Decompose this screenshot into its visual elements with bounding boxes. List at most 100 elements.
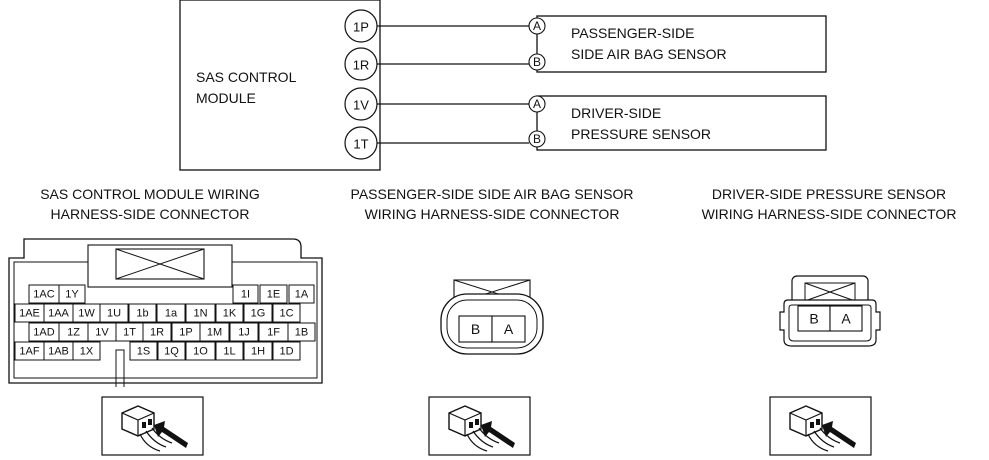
caption-driver-line1: DRIVER-SIDE PRESSURE SENSOR xyxy=(712,186,946,202)
pin-label-1T: 1T xyxy=(123,327,136,339)
pin-label-1AF: 1AF xyxy=(19,346,39,358)
svg-text:1V: 1V xyxy=(353,98,369,113)
driver-side-sensor-box: A B DRIVER-SIDE PRESSURE SENSOR xyxy=(528,95,827,151)
caption-sas-line2: HARNESS-SIDE CONNECTOR xyxy=(51,206,250,222)
pin-cell-1N xyxy=(185,303,216,323)
pin-label-1I: 1I xyxy=(241,289,250,301)
pin-label-1H: 1H xyxy=(251,346,265,358)
caption-sas-line1: SAS CONTROL MODULE WIRING xyxy=(40,186,260,202)
driver-sensor-connector: B A xyxy=(779,275,881,347)
pin-label-1F: 1F xyxy=(267,327,280,339)
pin-cell-1a xyxy=(156,303,186,323)
pin-cell-1Q xyxy=(157,341,186,361)
view-direction-icon xyxy=(428,396,531,456)
pin-label-1N: 1N xyxy=(193,308,207,320)
pin-label-1R: 1R xyxy=(150,327,164,339)
pin-label-1B: 1B xyxy=(295,327,308,339)
pin-label-1K: 1K xyxy=(223,308,237,320)
pin-cell-1I xyxy=(232,284,259,304)
pin-cell-1K xyxy=(215,303,244,323)
svg-text:B: B xyxy=(471,321,480,337)
pin-cell-1X xyxy=(72,341,101,361)
pin-label-1AC: 1AC xyxy=(33,289,54,301)
driver-sensor-label-line1: DRIVER-SIDE xyxy=(571,105,661,121)
module-pin-1T: 1T xyxy=(344,126,378,160)
pin-cell-1D xyxy=(272,341,301,361)
terminal-B xyxy=(528,53,546,71)
terminal-A xyxy=(528,17,546,35)
module-pin-1P: 1P xyxy=(344,9,378,43)
svg-text:B: B xyxy=(533,55,541,69)
pin-label-1a: 1a xyxy=(165,308,178,320)
pin-cell-1O xyxy=(185,341,216,361)
module-pin-1R: 1R xyxy=(344,47,378,81)
pin-cell-1S xyxy=(129,341,158,361)
module-pin-1V: 1V xyxy=(344,87,378,121)
pin-label-1G: 1G xyxy=(251,308,266,320)
svg-text:A: A xyxy=(504,321,514,337)
view-direction-icon xyxy=(769,396,872,456)
caption-passenger-line1: PASSENGER-SIDE SIDE AIR BAG SENSOR xyxy=(351,186,634,202)
pin-label-1Z: 1Z xyxy=(67,327,80,339)
pin-label-1AE: 1AE xyxy=(19,308,40,320)
pin-cell-1B xyxy=(287,322,316,342)
pin-label-1P: 1P xyxy=(179,327,192,339)
pin-label-1W: 1W xyxy=(78,308,95,320)
pin-label-1U: 1U xyxy=(107,308,121,320)
caption-passenger-line2: WIRING HARNESS-SIDE CONNECTOR xyxy=(365,206,620,222)
pin-cell-1C xyxy=(272,303,301,323)
driver-sensor-label-line2: PRESSURE SENSOR xyxy=(571,126,711,142)
svg-text:1R: 1R xyxy=(353,58,370,73)
passenger-sensor-label-line1: PASSENGER-SIDE xyxy=(571,25,694,41)
terminal-A xyxy=(528,95,546,113)
pin-cell-1b xyxy=(128,303,157,323)
pin-label-1A: 1A xyxy=(295,289,309,301)
svg-text:B: B xyxy=(809,311,818,327)
cell-B xyxy=(458,315,493,343)
pin-label-1Y: 1Y xyxy=(65,289,79,301)
cell-A xyxy=(491,315,526,343)
svg-text:A: A xyxy=(533,97,541,111)
pin-cell-1A xyxy=(288,284,315,304)
pin-cell-1L xyxy=(215,341,244,361)
passenger-sensor-label-line2: SIDE AIR BAG SENSOR xyxy=(571,46,727,62)
pin-label-1E: 1E xyxy=(267,289,280,301)
pin-cell-1H xyxy=(243,341,273,361)
svg-text:A: A xyxy=(533,19,541,33)
pin-label-1J: 1J xyxy=(238,327,250,339)
pin-label-1V: 1V xyxy=(95,327,109,339)
pin-label-1X: 1X xyxy=(80,346,94,358)
pin-label-1O: 1O xyxy=(193,346,208,358)
pin-label-1C: 1C xyxy=(279,308,293,320)
pin-label-1Q: 1Q xyxy=(164,346,179,358)
svg-text:1P: 1P xyxy=(353,20,369,35)
pin-label-1L: 1L xyxy=(223,346,235,358)
passenger-side-sensor-box: A B PASSENGER-SIDE SIDE AIR BAG SENSOR xyxy=(528,15,827,73)
pin-label-1AD: 1AD xyxy=(33,327,54,339)
passenger-sensor-connector: B A xyxy=(440,279,544,355)
pin-label-1AA: 1AA xyxy=(48,308,69,320)
sas-connector-pin-grid: 1AC 1Y 1I 1E 1A 1AE 1AA 1W 1U 1b 1a 1N 1K 1G 1C 1AD 1Z 1V… xyxy=(14,284,316,361)
pin-cell-1R xyxy=(142,322,172,342)
pin-cell-1G xyxy=(243,303,273,323)
svg-text:B: B xyxy=(533,132,541,146)
pin-cell-1Y xyxy=(58,284,86,304)
caption-driver-line2: WIRING HARNESS-SIDE CONNECTOR xyxy=(702,206,957,222)
pin-label-1D: 1D xyxy=(279,346,293,358)
pin-label-1M: 1M xyxy=(207,327,222,339)
view-direction-icon xyxy=(101,396,204,456)
pin-cell-1M xyxy=(199,322,230,342)
module-label-line1: SAS CONTROL xyxy=(196,69,297,85)
terminal-B xyxy=(528,130,546,148)
module-label-line2: MODULE xyxy=(196,90,256,106)
pin-label-1S: 1S xyxy=(137,346,150,358)
svg-text:A: A xyxy=(841,311,851,327)
cell-B xyxy=(797,305,831,332)
pin-cell-1J xyxy=(229,322,259,342)
pin-cell-1E xyxy=(259,284,288,304)
svg-text:1T: 1T xyxy=(353,137,368,152)
wires xyxy=(377,25,529,144)
pin-label-1b: 1b xyxy=(136,308,148,320)
pin-label-1AB: 1AB xyxy=(48,346,69,358)
